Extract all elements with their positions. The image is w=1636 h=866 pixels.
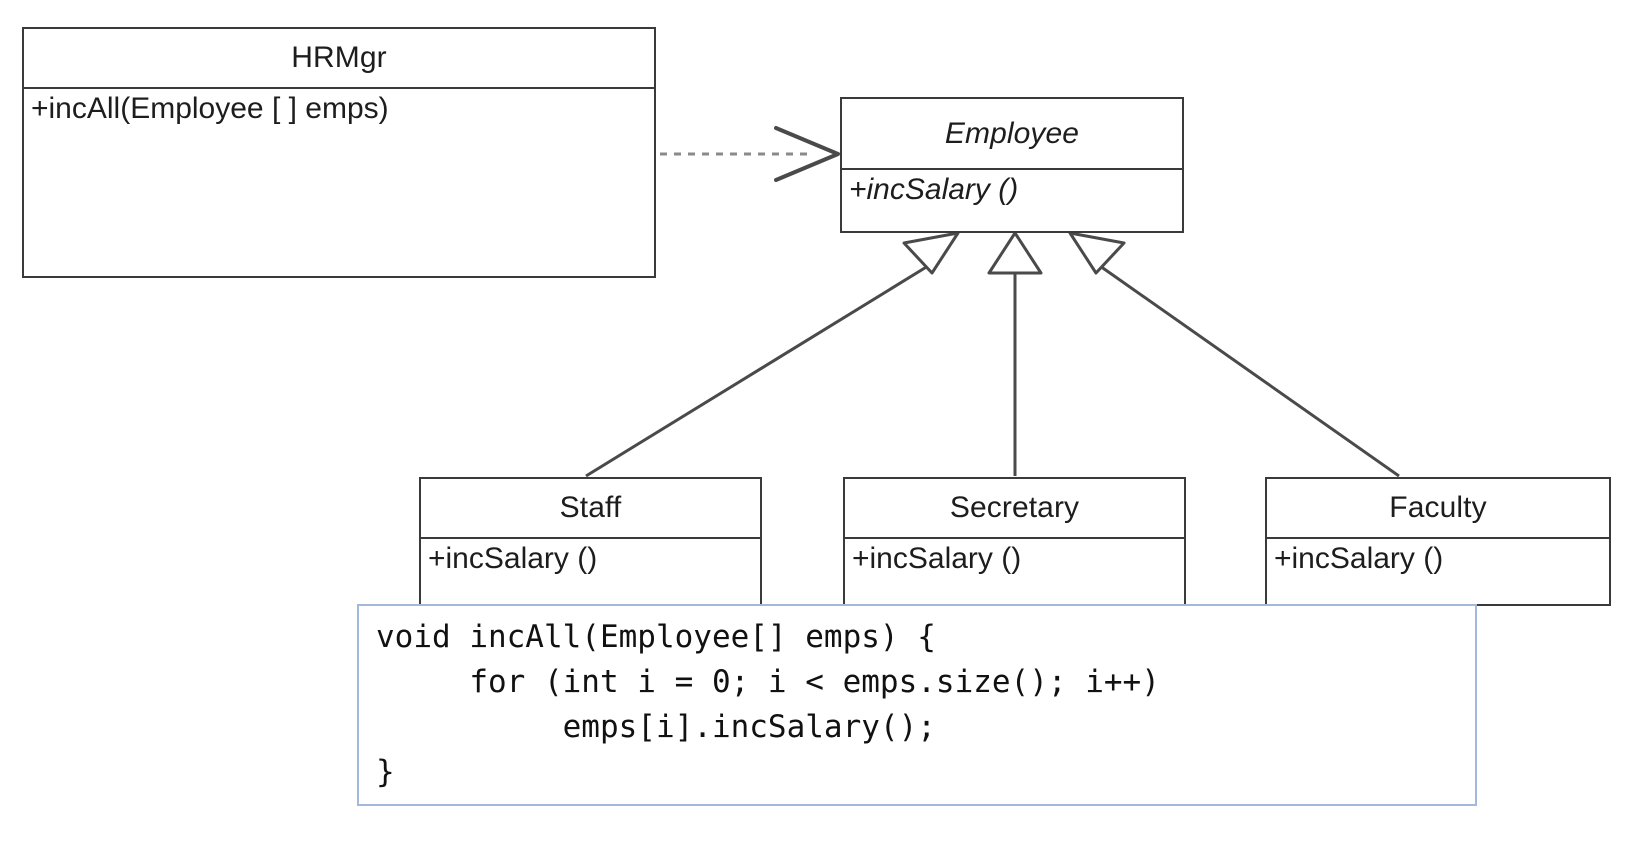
class-operations-hrmgr: +incAll(Employee [ ] emps) [31, 92, 389, 125]
class-name-hrmgr: HRMgr [24, 29, 654, 89]
generalization-line-faculty [1099, 264, 1400, 478]
code-note-block: void incAll(Employee[] emps) { for (int … [357, 604, 1477, 806]
class-box-staff[interactable]: Staff +incSalary () [419, 477, 762, 606]
class-box-faculty[interactable]: Faculty +incSalary () [1265, 477, 1611, 606]
class-name-staff: Staff [421, 479, 760, 539]
generalization-secretary-to-employee [987, 231, 1043, 476]
generalization-triangle-faculty [1068, 231, 1126, 275]
class-box-secretary[interactable]: Secretary +incSalary () [843, 477, 1186, 606]
class-name-employee: Employee [842, 99, 1182, 170]
generalization-triangle-staff [902, 231, 960, 275]
generalization-faculty-to-employee [1068, 231, 1400, 478]
generalization-line-staff [585, 264, 929, 478]
class-operations-secretary: +incSalary () [852, 542, 1022, 575]
class-name-secretary: Secretary [845, 479, 1184, 539]
dependency-open-arrowhead [774, 126, 840, 182]
generalization-triangle-secretary [987, 231, 1043, 275]
class-operations-employee: +incSalary () [849, 173, 1019, 206]
class-operations-staff: +incSalary () [428, 542, 598, 575]
dependency-hrmgr-to-employee [660, 126, 840, 182]
class-box-hrmgr[interactable]: HRMgr +incAll(Employee [ ] emps) [22, 27, 656, 278]
class-operations-faculty: +incSalary () [1274, 542, 1444, 575]
class-name-faculty: Faculty [1267, 479, 1609, 539]
class-box-employee[interactable]: Employee +incSalary () [840, 97, 1184, 233]
